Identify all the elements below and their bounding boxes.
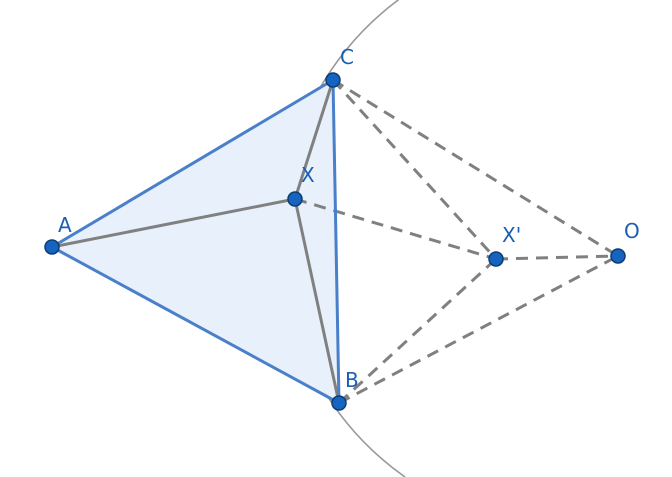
segment-x-c (293, 79, 335, 200)
dashed-segment-b-o (338, 254, 619, 405)
dashed-segment-x-xp (294, 197, 497, 261)
solid-segments (51, 79, 341, 404)
dashed-segment-b-xp (337, 257, 498, 405)
label-b: B (345, 368, 359, 392)
dashed-segment-c-o (332, 78, 619, 258)
segment-a-x (51, 197, 296, 249)
points (44, 72, 626, 411)
dashed-segment-xp-o (495, 254, 619, 261)
edge-ca (51, 78, 334, 249)
point-o[interactable] (610, 248, 626, 264)
edge-ab (51, 245, 340, 405)
label-c: C (340, 45, 354, 69)
point-b[interactable] (331, 395, 347, 411)
label-o: O (624, 219, 640, 243)
edge-bc (331, 79, 341, 404)
label-x: X (301, 163, 315, 187)
point-x[interactable] (287, 191, 303, 207)
triangle-abc-fill (52, 80, 339, 403)
segment-x-b (293, 198, 341, 404)
point-a[interactable] (44, 239, 60, 255)
point-c[interactable] (325, 72, 341, 88)
dashed-segments (294, 78, 619, 405)
label-x-prime: X' (502, 223, 521, 247)
dashed-segment-c-xp (331, 78, 498, 261)
point-xp[interactable] (488, 251, 504, 267)
label-a: A (58, 213, 72, 237)
triangle-edges (51, 78, 341, 405)
